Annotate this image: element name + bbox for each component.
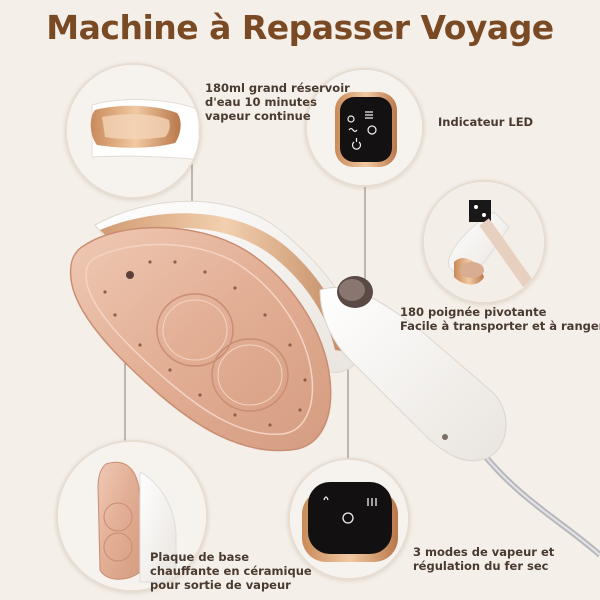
caption-line: 180ml grand réservoir <box>205 81 350 95</box>
caption-line: 180 poignée pivotante <box>400 305 547 319</box>
caption-line: 3 modes de vapeur et <box>413 545 555 559</box>
soleplate-detail-circle <box>56 440 208 592</box>
water-drop-icon <box>323 496 329 501</box>
caption-line: pour sortie de vapeur <box>150 578 291 592</box>
caption-line: régulation du fer sec <box>413 559 549 573</box>
led-detail-circle <box>305 68 424 187</box>
caption-modes: 3 modes de vapeur et régulation du fer s… <box>413 545 554 573</box>
soleplate <box>69 226 332 452</box>
caption-line: Indicateur LED <box>438 115 534 129</box>
steam-icon <box>348 127 358 133</box>
caption-line: vapeur continue <box>205 109 311 123</box>
gear-icon <box>342 512 354 524</box>
caption-line: Facile à transporter et à ranger <box>400 319 600 333</box>
menu-icon <box>365 111 373 119</box>
iron-handle <box>319 286 507 462</box>
caption-line: d'eau 10 minutes <box>205 95 317 109</box>
page-title: Machine à Repasser Voyage <box>46 8 554 47</box>
caption-led: Indicateur LED <box>438 115 533 129</box>
modes-detail-circle <box>288 458 410 580</box>
water-drop-icon <box>347 115 355 123</box>
gear-icon <box>367 125 377 135</box>
reservoir-detail-circle <box>65 63 201 199</box>
handle-detail-circle <box>422 180 546 304</box>
steam-icon <box>367 498 377 506</box>
caption-line: chauffante en céramique <box>150 564 312 578</box>
power-icon <box>351 138 362 150</box>
caption-plaque: Plaque de base chauffante en céramique p… <box>150 550 312 592</box>
caption-line: Plaque de base <box>150 550 250 564</box>
caption-poignee: 180 poignée pivotante Facile à transport… <box>400 305 600 333</box>
caption-reservoir: 180ml grand réservoir d'eau 10 minutes v… <box>205 81 350 123</box>
